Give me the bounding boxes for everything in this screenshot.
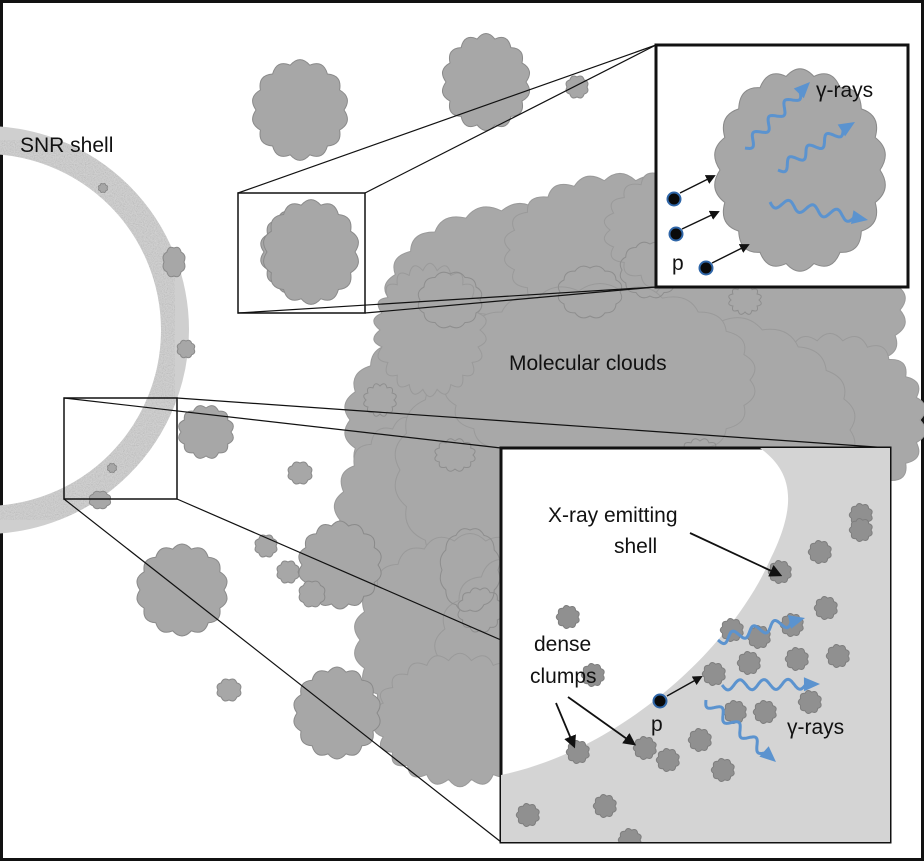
snr-shell-ring <box>0 126 189 534</box>
cloud-icon <box>434 438 476 472</box>
cloud-icon <box>592 793 617 819</box>
cloud-icon <box>216 678 242 702</box>
cloud-icon <box>848 517 873 543</box>
cloud-icon <box>162 246 186 278</box>
cloud-icon <box>701 661 726 687</box>
cloud-icon <box>555 604 580 630</box>
zoom-box-top <box>237 192 366 314</box>
cloud-icon <box>557 265 623 319</box>
proton-icon <box>652 693 668 709</box>
cloud-icon <box>441 33 531 131</box>
cloud-icon <box>373 262 487 398</box>
cloud-icon <box>565 75 589 99</box>
cloud-icon <box>417 271 483 329</box>
cloud-icon <box>580 662 605 688</box>
cloud-icon <box>722 699 747 725</box>
inset-top: γ-rays p <box>654 43 910 289</box>
zoom-box-bottom <box>63 397 178 500</box>
snr-shell-label: SNR shell <box>20 134 113 157</box>
molecular-clouds-label: Molecular clouds <box>509 352 667 375</box>
gamma-ray-wave-icon <box>704 699 776 762</box>
cloud-icon <box>632 735 657 761</box>
xray-label-line2: shell <box>614 535 657 558</box>
cloud-icon <box>655 747 680 773</box>
cloud-icon <box>176 339 196 359</box>
cloud-icon <box>797 689 822 715</box>
xray-shell-band <box>620 448 890 842</box>
gamma-rays-label-bottom: γ-rays <box>787 716 844 739</box>
cloud-icon <box>439 528 501 612</box>
proton-label-top: p <box>672 252 684 275</box>
cloud-icon <box>736 650 761 676</box>
cloud-icon <box>807 539 832 565</box>
cloud-icon <box>710 757 735 783</box>
gamma-ray-wave-icon <box>768 198 868 224</box>
inset-cloud <box>714 68 886 272</box>
dense-label-line2: clumps <box>530 665 597 688</box>
gamma-ray-wave-icon <box>717 615 805 646</box>
cloud-icon <box>363 383 397 417</box>
xray-label-line1: X-ray emitting <box>548 504 678 527</box>
cloud-icon <box>136 543 228 637</box>
gamma-ray-wave-icon <box>720 677 820 692</box>
cloud-icon <box>276 560 300 584</box>
dense-label-line1: dense <box>534 633 591 656</box>
cloud-icon <box>298 580 326 608</box>
cloud-icon <box>687 727 712 753</box>
cloud-icon <box>252 59 348 161</box>
cloud-icon <box>106 462 118 474</box>
cloud-icon <box>457 587 503 633</box>
cloud-icon <box>263 199 359 305</box>
gamma-rays-label-top: γ-rays <box>816 79 873 102</box>
cloud-icon <box>825 643 850 669</box>
cloud-icon <box>178 405 234 459</box>
proton-icon <box>668 226 684 242</box>
cloud-icon <box>565 739 590 765</box>
gamma-ray-wave-icon <box>777 122 855 174</box>
cloud-icon <box>97 182 109 194</box>
cloud-icon <box>617 827 642 842</box>
cloud-icon <box>813 595 838 621</box>
cloud-icon <box>728 285 762 315</box>
proton-label-bottom: p <box>651 713 663 736</box>
cloud-icon <box>515 802 540 828</box>
proton-icon <box>666 191 682 207</box>
proton-icon <box>698 260 714 276</box>
inset-bottom: X-ray emitting shell dense clumps p γ-ra… <box>499 446 892 844</box>
cloud-icon <box>287 461 313 485</box>
cloud-icon <box>784 646 809 672</box>
gamma-ray-wave-icon <box>744 82 810 150</box>
cloud-icon <box>714 68 886 272</box>
cloud-icon <box>752 699 777 725</box>
scattered-cloud-clumps <box>88 33 589 760</box>
cloud-icon <box>88 490 112 510</box>
